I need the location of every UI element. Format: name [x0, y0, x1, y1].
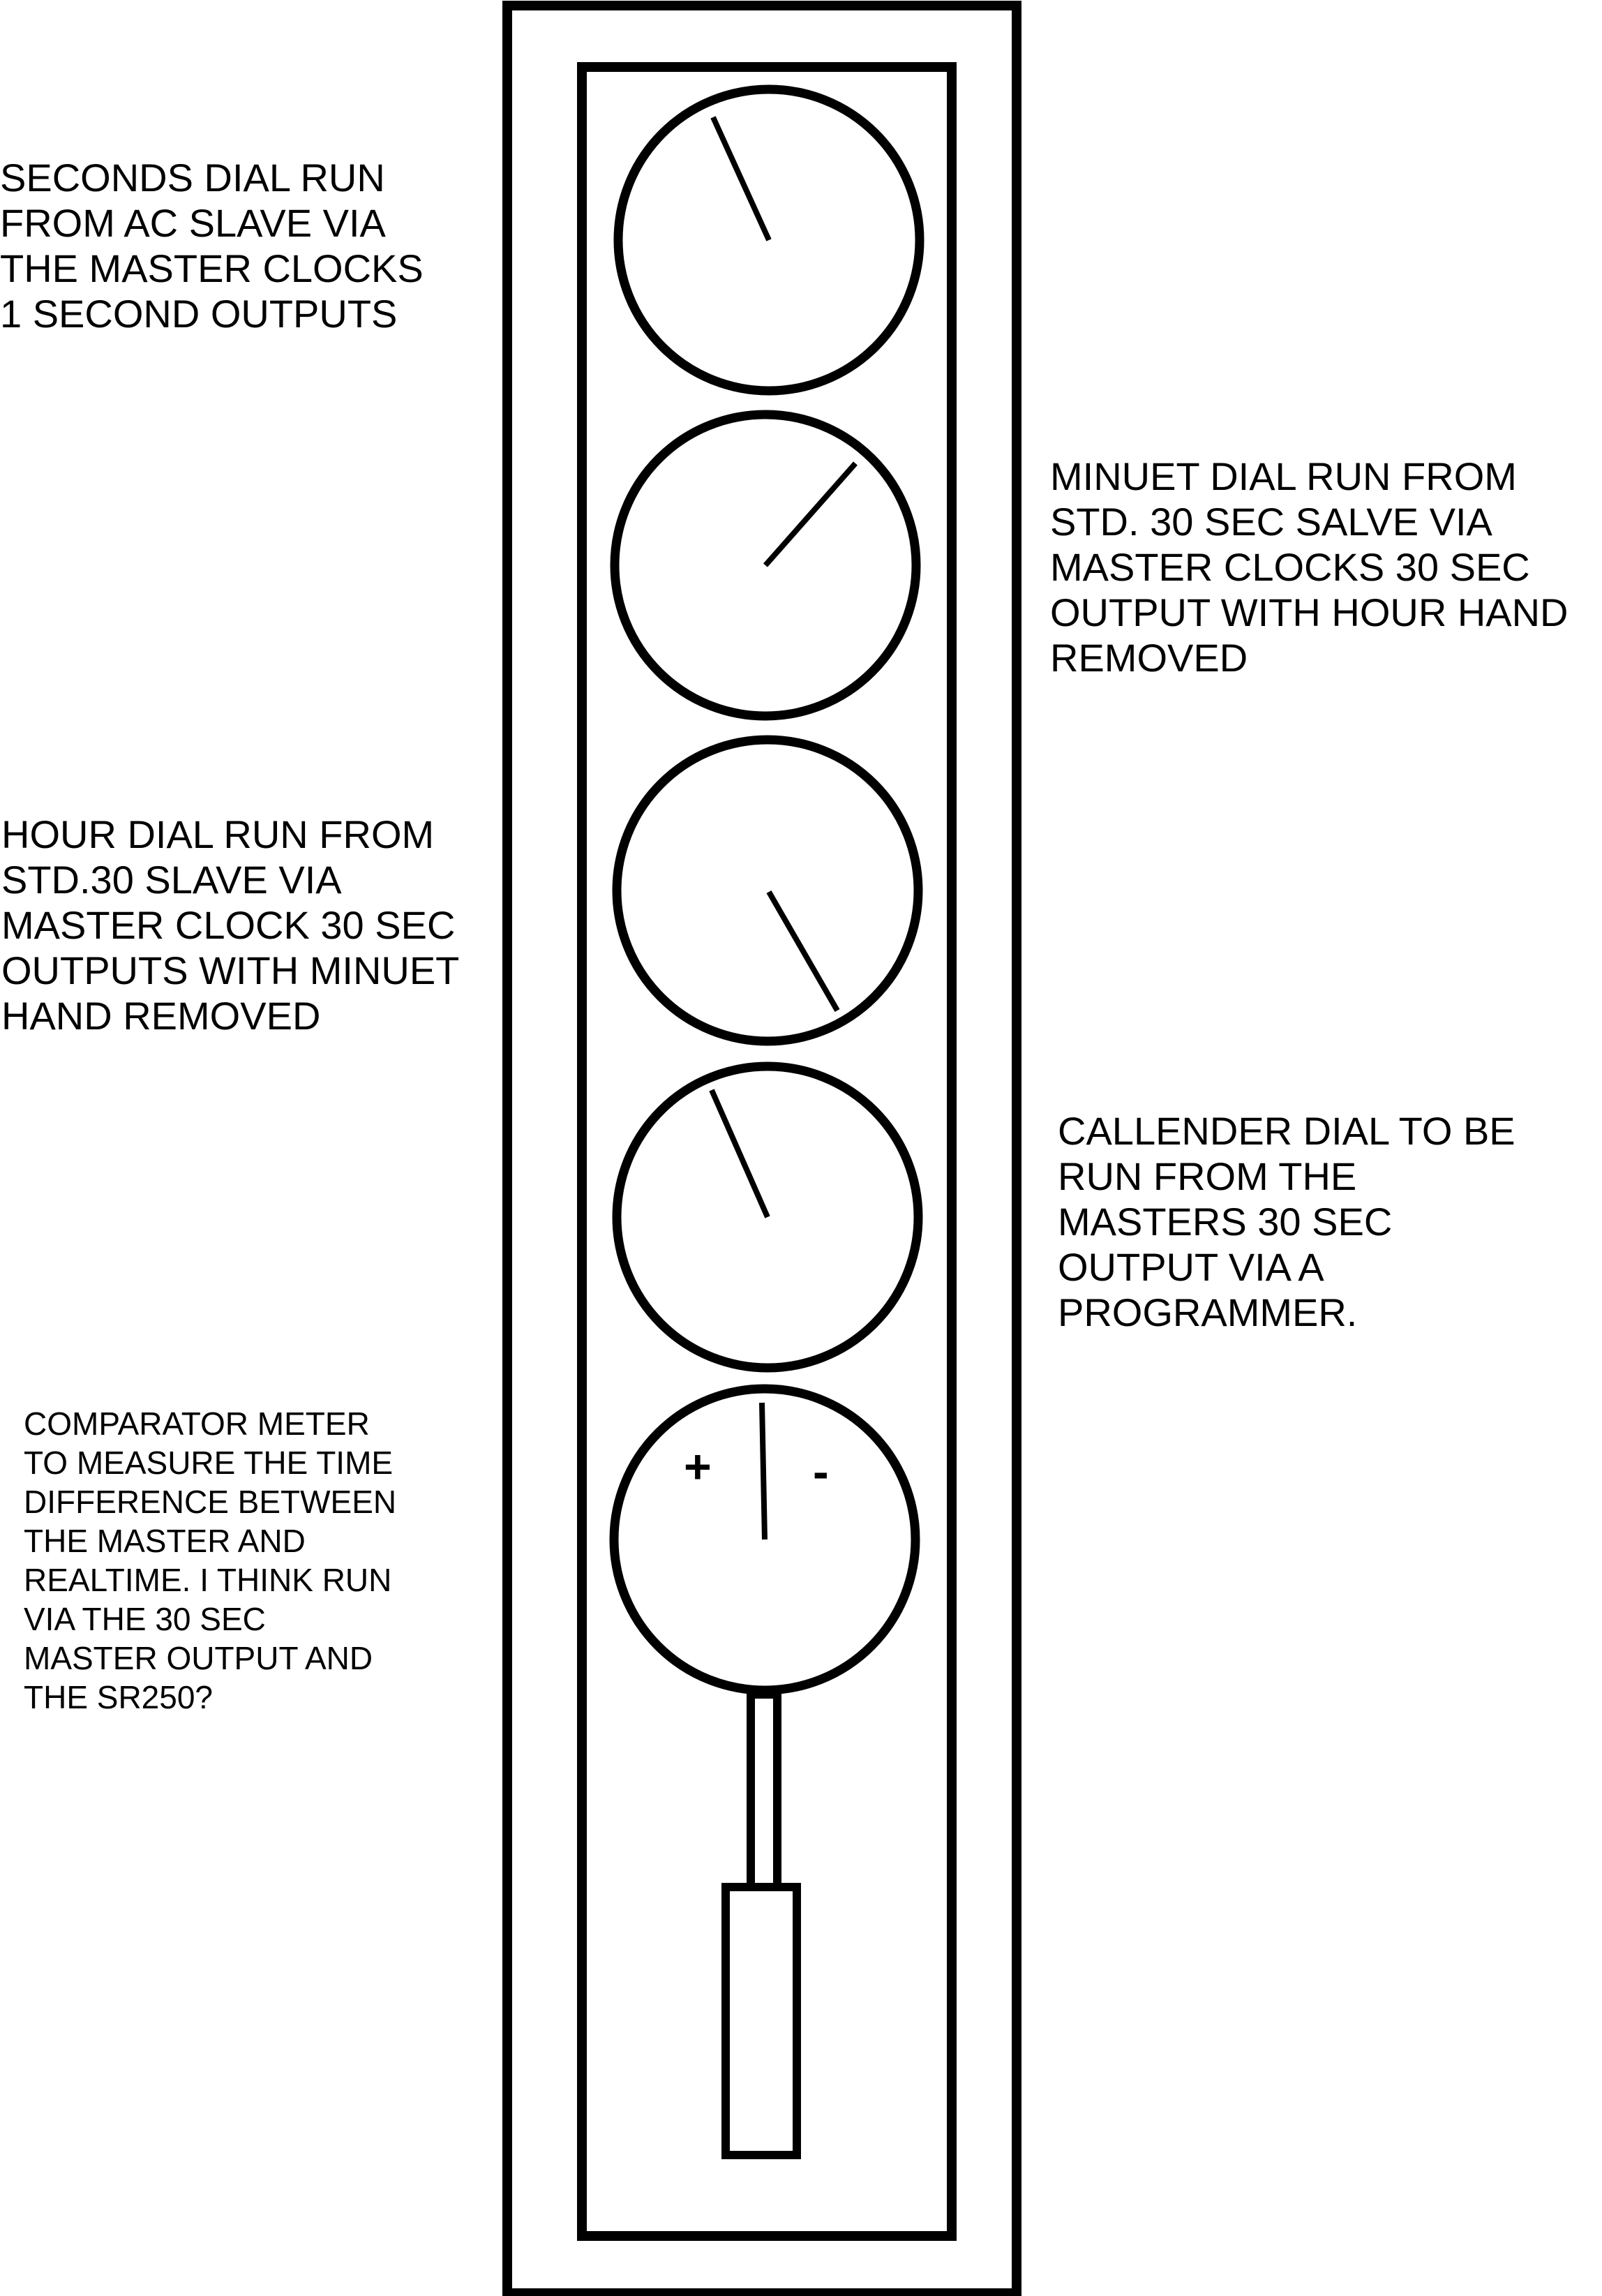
seconds-dial-hand [710, 116, 772, 241]
minus-sign: - [813, 1445, 829, 1498]
calendar-dial-note: CALLENDER DIAL TO BE RUN FROM THE MASTER… [1058, 1109, 1515, 1334]
calendar-dial-hand [709, 1089, 770, 1218]
hour-dial-hand [766, 890, 840, 1012]
inner-case-panel [577, 62, 957, 2241]
pendulum-bob [721, 1883, 801, 2159]
hour-dial [612, 735, 923, 1046]
outer-case-frame [502, 1, 1021, 2296]
pendulum-rod [747, 1690, 781, 1893]
minute-dial-note: MINUET DIAL RUN FROM STD. 30 SEC SALVE V… [1050, 454, 1569, 680]
seconds-dial-note: SECONDS DIAL RUN FROM AC SLAVE VIA THE M… [0, 156, 424, 336]
comparator-meter-needle [759, 1402, 768, 1540]
minute-dial-hand [763, 461, 858, 567]
plus-sign: + [684, 1440, 712, 1493]
comparator-meter-note: COMPARATOR METER TO MEASURE THE TIME DIF… [24, 1406, 397, 1715]
hour-dial-note: HOUR DIAL RUN FROM STD.30 SLAVE VIA MAST… [1, 812, 460, 1038]
